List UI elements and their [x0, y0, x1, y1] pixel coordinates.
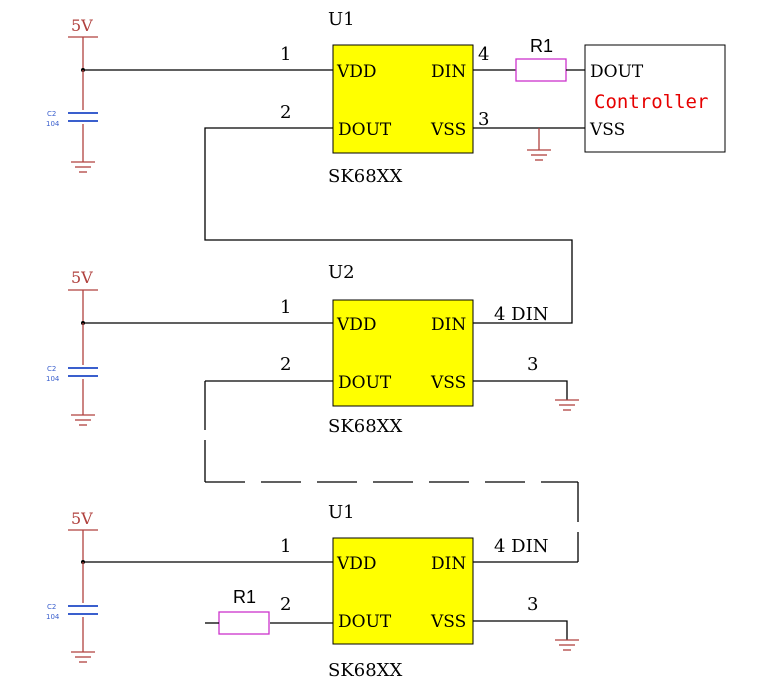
chip-ref: U2	[328, 262, 355, 283]
pin-number-1: 1	[280, 536, 291, 557]
chip-ref: U1	[328, 9, 355, 30]
controller-dout: DOUT	[590, 62, 644, 82]
pin-din: DIN	[431, 315, 466, 335]
chip-ref: U1	[328, 502, 355, 523]
power-rail-1: 5V C2 104	[46, 16, 333, 173]
pin-din: DIN	[431, 554, 466, 574]
chip-part: SK68XX	[328, 660, 402, 681]
pin-din: DIN	[431, 62, 466, 82]
chip-u1-bottom: U1 SK68XX VDD DOUT DIN VSS 1 2 4 DIN 3	[280, 502, 548, 681]
chip-u2: U2 SK68XX VDD DOUT DIN VSS 1 2 4 DIN 3	[280, 262, 548, 437]
cap-name-1: C2	[47, 110, 56, 118]
cap-value-1: 104	[46, 120, 60, 128]
pin-number-4: 4 DIN	[494, 536, 548, 557]
chip-u1-top: U1 SK68XX VDD DOUT DIN VSS 1 2 4 3	[280, 9, 489, 187]
resistor-r1-top	[515, 58, 567, 82]
pin-dout: DOUT	[338, 120, 392, 140]
resistor-r1-bottom	[218, 611, 270, 635]
controller-box: DOUT Controller VSS	[584, 44, 726, 153]
pin-vss: VSS	[430, 373, 466, 393]
cap-value-2: 104	[46, 375, 60, 383]
pin-number-2: 2	[280, 354, 291, 375]
cap-name-3: C2	[47, 603, 56, 611]
cap-value-3: 104	[46, 613, 60, 621]
cap-name-2: C2	[47, 365, 56, 373]
pin-vdd: VDD	[336, 62, 377, 82]
resistor-label-top: R1	[530, 36, 553, 56]
pin-number-3: 3	[527, 354, 538, 375]
pin-vss: VSS	[430, 612, 466, 632]
pin-number-2: 2	[280, 594, 291, 615]
chip-part: SK68XX	[328, 416, 402, 437]
chip-part: SK68XX	[328, 166, 402, 187]
power-label-1: 5V	[71, 16, 93, 35]
power-rail-3: 5V C2 104	[46, 509, 333, 663]
controller-name: Controller	[594, 91, 708, 113]
pin-dout: DOUT	[338, 612, 392, 632]
pin-number-1: 1	[280, 44, 291, 65]
pin-dout: DOUT	[338, 373, 392, 393]
power-rail-2: 5V C2 104	[46, 268, 333, 426]
controller-vss: VSS	[589, 120, 625, 140]
power-label-2: 5V	[71, 268, 93, 287]
pin-vdd: VDD	[336, 554, 377, 574]
pin-number-1: 1	[280, 297, 291, 318]
pin-number-2: 2	[280, 102, 291, 123]
pin-number-3: 3	[478, 109, 489, 130]
pin-number-4: 4	[478, 44, 489, 65]
pin-number-4: 4 DIN	[494, 304, 548, 325]
pin-vss: VSS	[430, 120, 466, 140]
pin-number-3: 3	[527, 594, 538, 615]
power-label-3: 5V	[71, 509, 93, 528]
resistor-label-bottom: R1	[233, 587, 256, 607]
pin-vdd: VDD	[336, 315, 377, 335]
